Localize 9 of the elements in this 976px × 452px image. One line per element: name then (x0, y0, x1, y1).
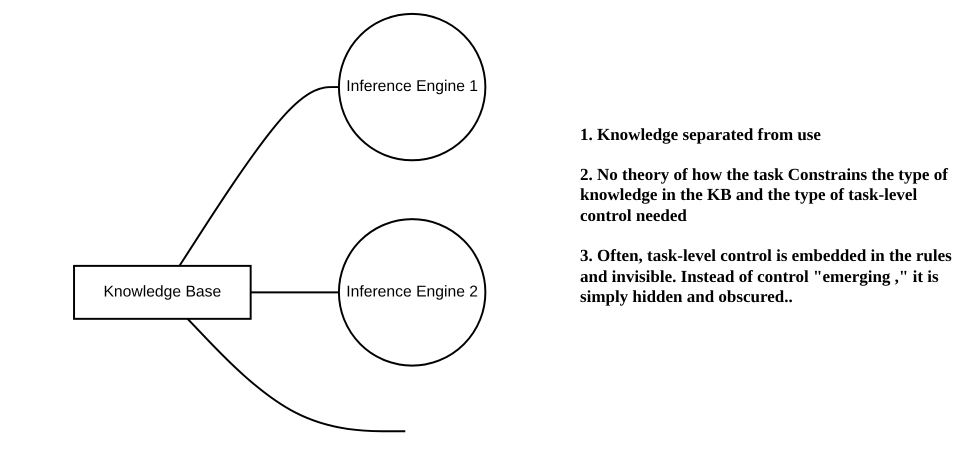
node-circle: Inference Engine 1 (338, 12, 487, 162)
connector (250, 291, 340, 294)
connector (187, 318, 406, 432)
note-text: 2. No theory of how the task Constrains the type of knowledge in the KB and the type of task-level control needed (580, 165, 950, 226)
node-circle: Inference Engine 2 (338, 218, 487, 367)
note-text: 1. Knowledge separated from use (580, 124, 822, 146)
node-box: Knowledge Base (73, 264, 252, 320)
note-text: 3. Often, task-level control is embedded in the rules and invisible. Instead of control "emerging ," it is simply hidden and obscured.. (580, 246, 953, 308)
connector (178, 86, 340, 266)
